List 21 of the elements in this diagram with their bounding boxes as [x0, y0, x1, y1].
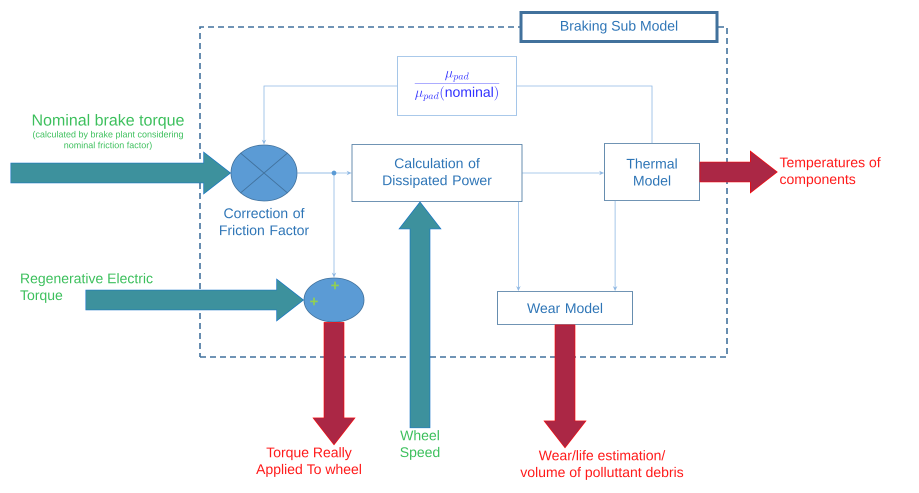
process-box: Calculation of Dissipated Power [352, 144, 522, 202]
label-text: Temperatures of components [780, 157, 881, 187]
block-arrow [543, 324, 587, 448]
process-box: Thermal Model [604, 143, 700, 201]
plus-sign: + [331, 282, 339, 290]
block-arrow [86, 278, 304, 322]
label-text: Nominal brake torque (calculated by brake plant considering nominal friction factor) [32, 114, 184, 150]
label-text: Torque Really Applied To wheel [256, 447, 361, 477]
block-arrow [10, 151, 232, 195]
label-text: Wheel Speed [400, 430, 440, 460]
block-arrow [700, 150, 778, 194]
title-box: Braking Sub Model [520, 11, 718, 43]
label-text: Regenerative Electric Torque [20, 273, 153, 303]
block-arrow [312, 322, 356, 446]
process-box: Wear Model [497, 291, 633, 325]
formula-box: $\frac{\mu_{pad}}{\mu_{pad}(\mathrm{nominal})}$ [397, 56, 517, 116]
block-arrow [398, 201, 442, 428]
node-caption: Correction of Friction Factor [220, 208, 309, 236]
connector-line [516, 86, 652, 144]
plus-sign: + [310, 298, 318, 306]
label-text: Wear/life estimation/ volume of polluttant debris [520, 450, 684, 480]
